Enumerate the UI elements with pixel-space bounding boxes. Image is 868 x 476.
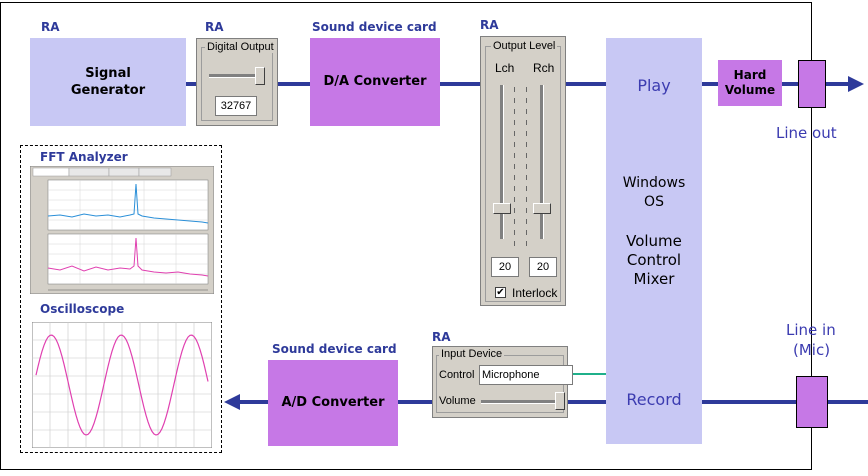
slider-tick xyxy=(526,87,527,92)
ra-label-output: RA xyxy=(480,18,499,32)
hard-volume-block: Hard Volume xyxy=(718,60,782,106)
da-converter-block: D/A Converter xyxy=(310,38,440,126)
slider-tick xyxy=(526,186,527,191)
ad-converter-label: A/D Converter xyxy=(281,395,385,410)
slider-tick xyxy=(514,175,515,180)
hard-volume-label: Hard Volume xyxy=(724,68,776,97)
ra-label-digital: RA xyxy=(205,20,224,34)
slider-tick xyxy=(526,230,527,235)
slider-tick xyxy=(514,142,515,147)
control-select[interactable]: Microphone xyxy=(479,365,573,385)
control-label: Control xyxy=(439,369,475,381)
digital-output-slider-thumb[interactable] xyxy=(255,67,265,85)
slider-tick xyxy=(514,131,515,136)
line-in-label: Line in xyxy=(786,321,836,339)
mixer-block xyxy=(606,38,702,444)
slider-tick xyxy=(514,87,515,92)
interlock-checkbox[interactable]: ✔ xyxy=(495,287,506,298)
analyzer-box xyxy=(20,145,222,453)
slider-tick xyxy=(526,98,527,103)
oscilloscope-waveform xyxy=(35,334,209,436)
slider-tick xyxy=(526,153,527,158)
slider-tick xyxy=(514,241,515,246)
slider-tick xyxy=(526,208,527,213)
digital-output-panel: Digital Output 32767 xyxy=(196,38,278,126)
oscilloscope-thumbnail xyxy=(32,322,212,448)
da-converter-label: D/A Converter xyxy=(323,74,427,89)
digital-output-slider-track[interactable] xyxy=(209,74,265,78)
output-level-title: Output Level xyxy=(491,40,558,52)
lch-label: Lch xyxy=(495,61,515,75)
mixer-label: Volume Control Mixer xyxy=(626,232,682,288)
slider-tick xyxy=(514,197,515,202)
output-level-panel: Output Level Lch Rch 20 20 ✔ Interlock xyxy=(480,36,566,306)
line-out-label: Line out xyxy=(776,124,837,142)
ad-converter-block: A/D Converter xyxy=(268,360,398,446)
windows-os-label: Windows OS xyxy=(622,175,686,210)
rch-label: Rch xyxy=(533,61,555,75)
lch-slider-track[interactable] xyxy=(500,85,504,239)
line-out-arrowhead xyxy=(848,76,864,92)
slider-tick xyxy=(526,241,527,246)
record-label: Record xyxy=(626,390,682,409)
slider-tick xyxy=(526,219,527,224)
line-in-connector xyxy=(796,376,828,428)
slider-tick xyxy=(514,164,515,169)
line-in-sub-label: (Mic) xyxy=(793,341,831,359)
slider-tick xyxy=(514,219,515,224)
check-icon: ✔ xyxy=(496,287,505,298)
slider-tick xyxy=(526,175,527,180)
slider-tick xyxy=(514,186,515,191)
slider-tick xyxy=(514,109,515,114)
volume-slider-track[interactable] xyxy=(481,400,563,404)
slider-tick xyxy=(514,98,515,103)
digital-output-title: Digital Output xyxy=(205,41,276,53)
signal-generator-block: Signal Generator xyxy=(30,38,186,126)
diagram-frame xyxy=(0,2,812,470)
ra-label-signal: RA xyxy=(41,20,60,34)
digital-output-value[interactable]: 32767 xyxy=(215,96,257,116)
rch-slider-thumb[interactable] xyxy=(533,203,551,214)
play-label: Play xyxy=(637,76,671,95)
slider-tick xyxy=(526,131,527,136)
interlock-label: Interlock xyxy=(512,286,558,300)
volume-label: Volume xyxy=(439,395,476,407)
volume-slider-thumb[interactable] xyxy=(555,392,565,410)
oscilloscope-title: Oscilloscope xyxy=(40,302,125,316)
slider-tick xyxy=(526,120,527,125)
slider-tick xyxy=(526,109,527,114)
slider-tick xyxy=(526,164,527,169)
fft-analyzer-title: FFT Analyzer xyxy=(40,150,128,164)
slider-tick xyxy=(526,142,527,147)
rch-value[interactable]: 20 xyxy=(529,257,557,277)
line-in-arrowhead xyxy=(224,394,240,410)
input-device-panel: Input Device Control Microphone Volume xyxy=(432,346,573,418)
slider-tick xyxy=(514,208,515,213)
slider-tick xyxy=(526,197,527,202)
output-level-ticks xyxy=(481,37,567,307)
slider-tick xyxy=(514,230,515,235)
input-device-title: Input Device xyxy=(439,348,505,360)
line-out-connector xyxy=(798,60,826,108)
ra-label-input: RA xyxy=(432,330,451,344)
sound-card-label-bottom: Sound device card xyxy=(272,342,397,356)
rch-slider-track[interactable] xyxy=(540,85,544,239)
lch-value[interactable]: 20 xyxy=(491,257,519,277)
signal-generator-label: Signal Generator xyxy=(70,66,146,98)
fft-analyzer-thumbnail xyxy=(30,166,214,294)
slider-tick xyxy=(514,120,515,125)
slider-tick xyxy=(514,153,515,158)
sound-card-label-top: Sound device card xyxy=(312,20,437,34)
lch-slider-thumb[interactable] xyxy=(493,203,511,214)
